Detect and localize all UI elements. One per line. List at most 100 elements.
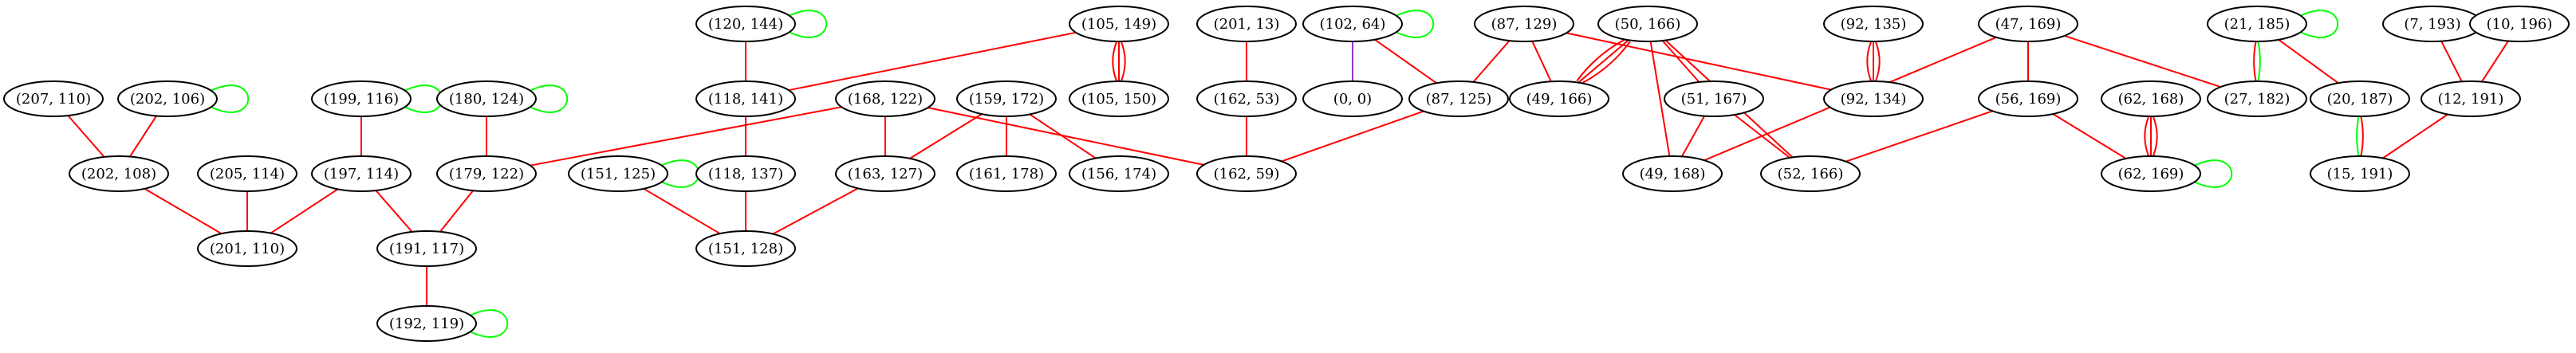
edges-layer [67, 10, 2509, 338]
graph-edge [1112, 41, 1118, 82]
node-label: (87, 125) [1426, 91, 1492, 108]
graph-edge [2253, 41, 2257, 82]
graph-node: (118, 141) [695, 80, 796, 117]
node-label: (180, 124) [449, 91, 524, 108]
node-label: (105, 150) [1081, 91, 1156, 108]
node-ellipse [311, 155, 412, 192]
node-ellipse [956, 155, 1057, 192]
graph-edge [129, 115, 157, 158]
graph-node: (47, 169) [1978, 6, 2078, 42]
graph-edge [1866, 41, 1873, 82]
self-loop-edge [529, 84, 569, 113]
node-label: (20, 187) [2327, 91, 2393, 108]
graph-edge [788, 31, 1077, 92]
graph-edge [1845, 110, 1993, 163]
graph-node: (12, 191) [2420, 80, 2521, 117]
node-ellipse [1474, 6, 1574, 42]
node-label: (15, 191) [2327, 166, 2393, 182]
node-label: (168, 122) [848, 91, 923, 108]
graph-node: (21, 185) [2207, 6, 2307, 42]
node-ellipse [197, 230, 297, 267]
graph-node: (207, 110) [3, 80, 104, 117]
node-label: (7, 193) [2404, 16, 2460, 33]
node-label: (105, 149) [1081, 16, 1156, 33]
graph-node: (168, 122) [835, 80, 935, 117]
node-ellipse [1069, 6, 1169, 42]
graph-node: (151, 128) [695, 230, 796, 267]
node-label: (197, 114) [324, 166, 399, 182]
graph-node: (49, 166) [1509, 80, 1609, 117]
self-loop-edge [1395, 10, 1435, 38]
node-label: (118, 141) [708, 91, 783, 108]
node-label: (56, 169) [1995, 91, 2062, 108]
graph-node: (205, 114) [197, 155, 297, 192]
node-ellipse [1069, 80, 1169, 117]
node-label: (151, 128) [708, 241, 783, 257]
node-label: (162, 59) [1214, 166, 1280, 182]
graph-edge [439, 190, 474, 233]
node-ellipse [1597, 6, 1698, 42]
node-ellipse [956, 80, 1057, 117]
node-ellipse [1408, 80, 1509, 117]
node-ellipse [2207, 6, 2307, 42]
node-label: (21, 185) [2224, 16, 2290, 33]
graph-edge [1281, 110, 1424, 163]
self-loop-edge [210, 84, 250, 113]
node-ellipse [1509, 80, 1609, 117]
node-label: (191, 117) [389, 241, 464, 257]
self-loop-edge [2193, 159, 2233, 188]
graph-node: (62, 169) [2101, 155, 2201, 192]
graph-node: (151, 125) [568, 155, 668, 192]
node-label: (87, 129) [1491, 16, 1558, 33]
graph-node: (192, 119) [376, 305, 477, 342]
node-ellipse [1978, 6, 2078, 42]
node-ellipse [835, 80, 935, 117]
node-label: (27, 182) [2224, 91, 2290, 108]
graph-edge [2152, 116, 2158, 157]
node-ellipse [2420, 80, 2521, 117]
node-ellipse [2207, 80, 2307, 117]
graph-edge [375, 190, 413, 233]
node-label: (47, 169) [1995, 16, 2062, 33]
node-ellipse [2101, 155, 2201, 192]
graph-edge [1874, 41, 1881, 82]
graph-edge [2360, 116, 2364, 157]
node-label: (161, 178) [969, 166, 1044, 182]
node-label: (151, 125) [581, 166, 656, 182]
graph-node: (180, 124) [436, 80, 537, 117]
node-ellipse [1823, 6, 1924, 42]
node-ellipse [1664, 80, 1764, 117]
node-ellipse [695, 230, 796, 267]
graph-edge [1681, 116, 1705, 157]
graph-node: (0, 0) [1302, 80, 1403, 117]
graph-edge [1579, 41, 1631, 85]
node-label: (118, 137) [708, 166, 783, 182]
node-ellipse [117, 80, 218, 117]
node-label: (202, 106) [130, 91, 205, 108]
node-ellipse [376, 230, 477, 267]
graph-node: (102, 64) [1302, 6, 1403, 42]
node-ellipse [1196, 155, 1297, 192]
graph-edge [144, 187, 223, 235]
node-label: (12, 191) [2438, 91, 2504, 108]
graph-edge [1576, 37, 1628, 82]
graph-edge [1120, 41, 1126, 82]
graph-node: (56, 169) [1978, 80, 2078, 117]
graph-edge [1649, 41, 1671, 157]
node-label: (0, 0) [1333, 91, 1372, 108]
node-ellipse [197, 155, 297, 192]
node-ellipse [1069, 155, 1169, 192]
node-label: (156, 174) [1081, 166, 1156, 182]
graph-edge [1566, 32, 1832, 91]
graph-node: (201, 13) [1196, 6, 1297, 42]
node-ellipse [2101, 80, 2201, 117]
graph-node: (51, 167) [1664, 80, 1764, 117]
graph-edge [2278, 38, 2339, 84]
graph-edge [2064, 34, 2221, 88]
graph-node: (179, 122) [436, 155, 537, 192]
graph-node: (7, 193) [2382, 6, 2483, 42]
graph-node: (118, 137) [695, 155, 796, 192]
graph-edge [2257, 41, 2261, 82]
graph-node: (159, 172) [956, 80, 1057, 117]
node-ellipse [695, 155, 796, 192]
